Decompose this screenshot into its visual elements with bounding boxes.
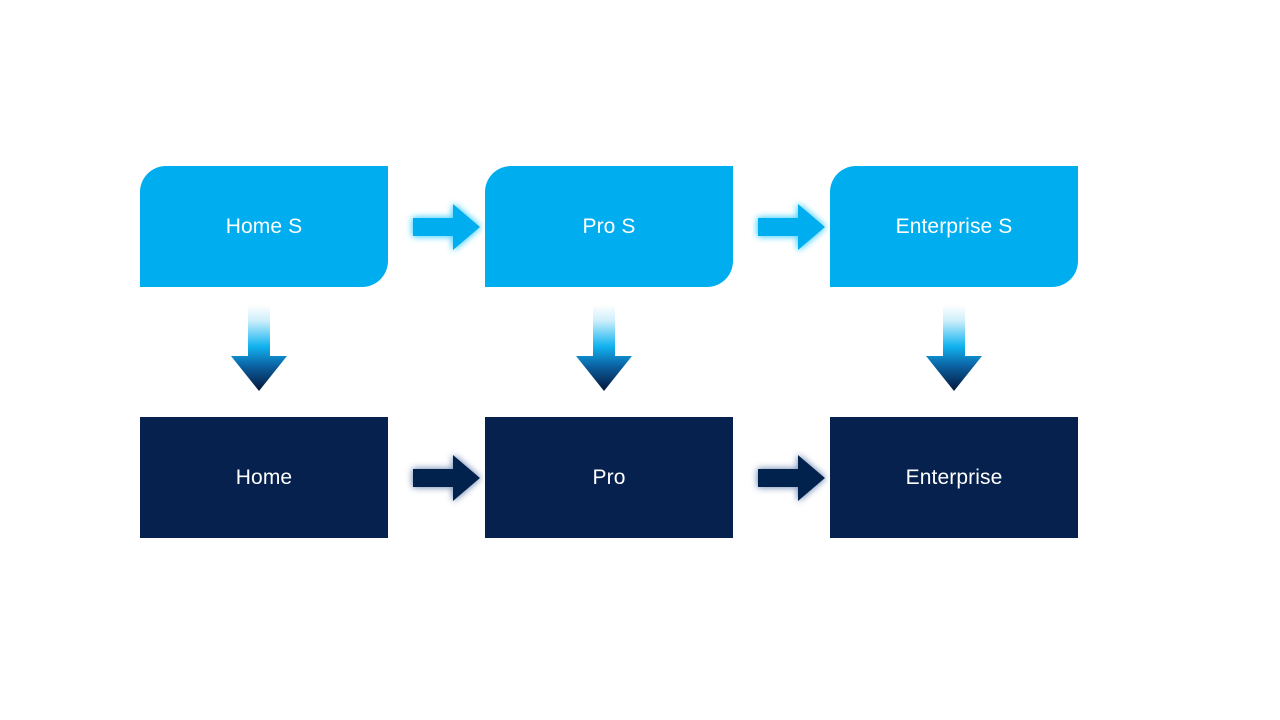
node-enterprise-label: Enterprise: [905, 466, 1003, 489]
node-home-label: Home: [235, 466, 293, 489]
node-pro-s[interactable]: Pro S: [485, 166, 733, 287]
node-pro[interactable]: Pro: [485, 417, 733, 538]
connector-pro-s-to-pro: [573, 303, 635, 395]
arrow-down-icon: [231, 305, 287, 391]
arrow-down-icon: [926, 305, 982, 391]
arrow-right-icon: [413, 204, 480, 250]
node-enterprise[interactable]: Enterprise: [830, 417, 1078, 538]
connector-pro-to-enterprise: [752, 450, 830, 506]
connector-home-to-pro: [407, 450, 485, 506]
node-pro-s-label: Pro S: [582, 215, 636, 238]
arrow-right-icon: [758, 204, 825, 250]
connector-home-s-to-pro-s: [407, 199, 485, 255]
node-enterprise-s[interactable]: Enterprise S: [830, 166, 1078, 287]
connector-home-s-to-home: [228, 303, 290, 395]
node-home-s-label: Home S: [225, 215, 303, 238]
node-pro-label: Pro: [592, 466, 626, 489]
arrow-right-icon: [413, 455, 480, 501]
connector-enterprise-s-to-enterprise: [923, 303, 985, 395]
node-home-s[interactable]: Home S: [140, 166, 388, 287]
arrow-down-icon: [576, 305, 632, 391]
node-home[interactable]: Home: [140, 417, 388, 538]
connector-pro-s-to-enterprise-s: [752, 199, 830, 255]
arrow-right-icon: [758, 455, 825, 501]
node-enterprise-s-label: Enterprise S: [895, 215, 1013, 238]
